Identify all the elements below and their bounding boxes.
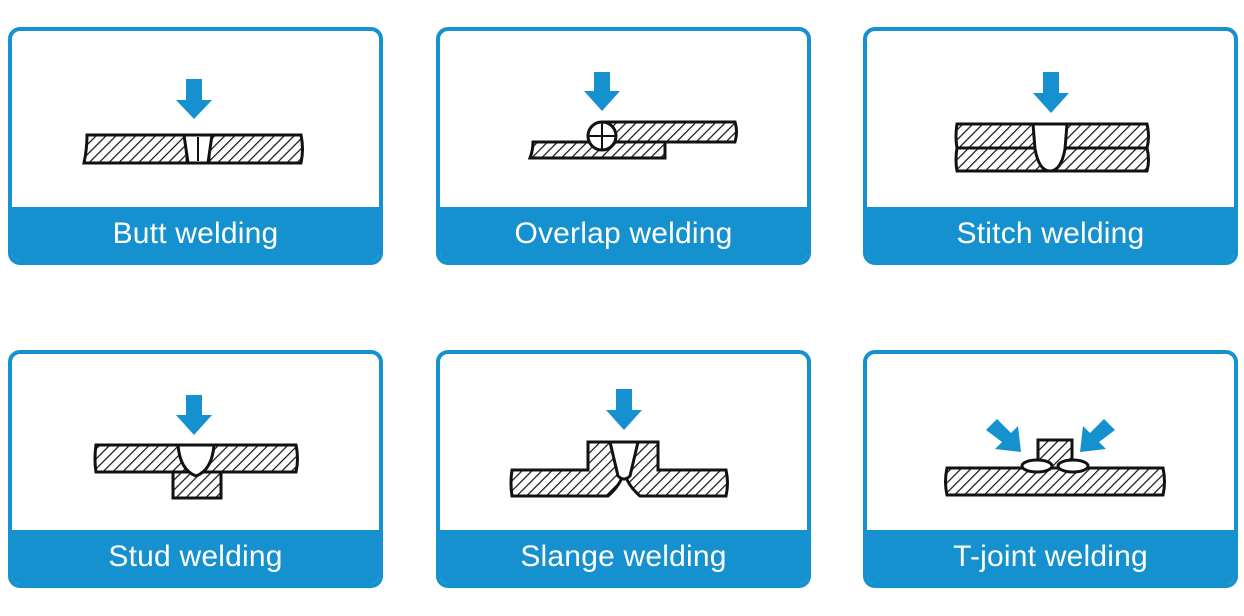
- caption: Stitch welding: [867, 207, 1234, 261]
- arrow-down-icon: [606, 389, 642, 430]
- stitch-welding-diagram: [954, 72, 1150, 173]
- plate-right: [207, 133, 304, 165]
- weld-right: [1056, 458, 1090, 474]
- card-stitch-welding: Stitch welding: [863, 27, 1238, 265]
- t-stem: [1036, 438, 1074, 470]
- card-butt-welding: Butt welding: [8, 27, 383, 265]
- butt-welding-diagram: [82, 79, 304, 165]
- flange-right: [622, 440, 729, 498]
- caption: Stud welding: [12, 530, 379, 584]
- weld-bead: [608, 440, 640, 481]
- caption: Butt welding: [12, 207, 379, 261]
- caption: T-joint welding: [867, 530, 1234, 584]
- arrow-down-icon: [584, 72, 620, 111]
- overlap-welding-diagram: [527, 72, 738, 160]
- flange-left: [509, 440, 626, 498]
- plate-left: [82, 133, 189, 165]
- weld-left: [1020, 458, 1054, 474]
- arrow-down-icon: [1033, 72, 1069, 113]
- card-slange-welding: Slange welding: [436, 350, 811, 588]
- arrow-down-icon: [176, 79, 212, 119]
- stud-welding-diagram: [93, 395, 299, 500]
- plate-top: [600, 120, 738, 144]
- arrow-left-down-icon: [1080, 419, 1115, 452]
- weld-bead: [1031, 122, 1069, 173]
- weld-bead: [176, 443, 216, 478]
- card-overlap-welding: Overlap welding: [436, 27, 811, 265]
- caption: Slange welding: [440, 530, 807, 584]
- caption: Overlap welding: [440, 207, 807, 261]
- arrow-down-icon: [176, 395, 212, 435]
- card-t-joint-welding: T-joint welding: [863, 350, 1238, 588]
- arrow-right-down-icon: [986, 419, 1021, 452]
- slange-welding-diagram: [509, 389, 729, 498]
- t-joint-welding-diagram: [944, 419, 1166, 497]
- card-stud-welding: Stud welding: [8, 350, 383, 588]
- base-plate: [944, 466, 1166, 497]
